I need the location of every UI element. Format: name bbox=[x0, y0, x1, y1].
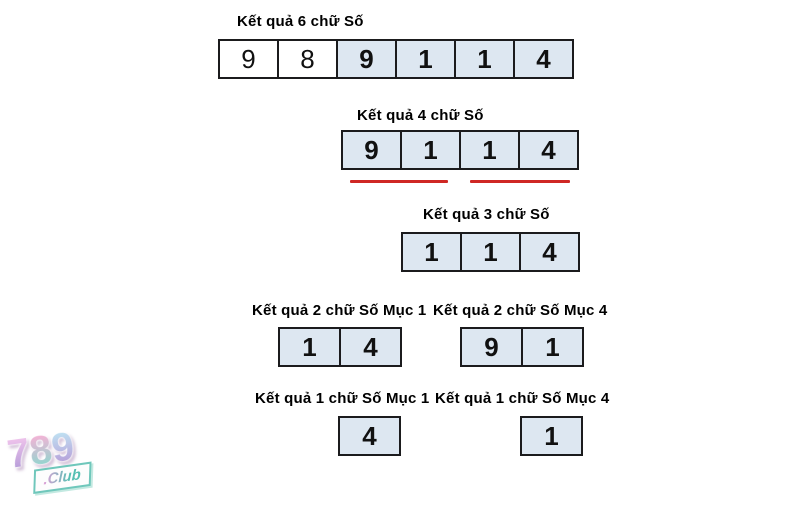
section-title-1-digit-muc-1: Kết quả 1 chữ Số Mục 1 bbox=[255, 390, 430, 407]
digit-cell: 1 bbox=[400, 130, 461, 170]
brand-logo-789club: 7 8 9 .Club bbox=[5, 421, 115, 514]
digit-cell: 8 bbox=[277, 39, 338, 79]
section-title-4-digits: Kết quả 4 chữ Số bbox=[357, 107, 484, 124]
section-title-6-digits: Kết quả 6 chữ Số bbox=[237, 13, 364, 30]
digit-cell: 1 bbox=[460, 232, 521, 272]
digit-cell: 4 bbox=[518, 130, 579, 170]
section-title-3-digits: Kết quả 3 chữ Số bbox=[423, 206, 550, 223]
digit-cell: 9 bbox=[336, 39, 397, 79]
red-underline-right-pair bbox=[470, 180, 570, 183]
digit-cell: 4 bbox=[338, 416, 401, 456]
digit-cell: 4 bbox=[513, 39, 574, 79]
logo-club-text: .Club bbox=[43, 466, 82, 489]
logo-digit-9: 9 bbox=[48, 424, 77, 471]
digit-cell: 1 bbox=[401, 232, 462, 272]
section-title-2-digits-muc-1: Kết quả 2 chữ Số Mục 1 bbox=[252, 302, 427, 319]
digit-cell: 1 bbox=[520, 416, 583, 456]
digit-cell: 1 bbox=[521, 327, 584, 367]
section-title-2-digits-muc-4: Kết quả 2 chữ Số Mục 4 bbox=[433, 302, 608, 319]
digit-cell: 9 bbox=[460, 327, 523, 367]
digit-cell: 9 bbox=[341, 130, 402, 170]
digit-row-1-digit-muc-4: 1 bbox=[520, 416, 583, 456]
red-underline-left-pair bbox=[350, 180, 448, 183]
digit-cell: 9 bbox=[218, 39, 279, 79]
digit-cell: 1 bbox=[395, 39, 456, 79]
section-title-1-digit-muc-4: Kết quả 1 chữ Số Mục 4 bbox=[435, 390, 610, 407]
digit-cell: 4 bbox=[519, 232, 580, 272]
digit-cell: 1 bbox=[454, 39, 515, 79]
digit-cell: 4 bbox=[339, 327, 402, 367]
digit-row-1-digit-muc-1: 4 bbox=[338, 416, 401, 456]
digit-cell: 1 bbox=[459, 130, 520, 170]
digit-cell: 1 bbox=[278, 327, 341, 367]
